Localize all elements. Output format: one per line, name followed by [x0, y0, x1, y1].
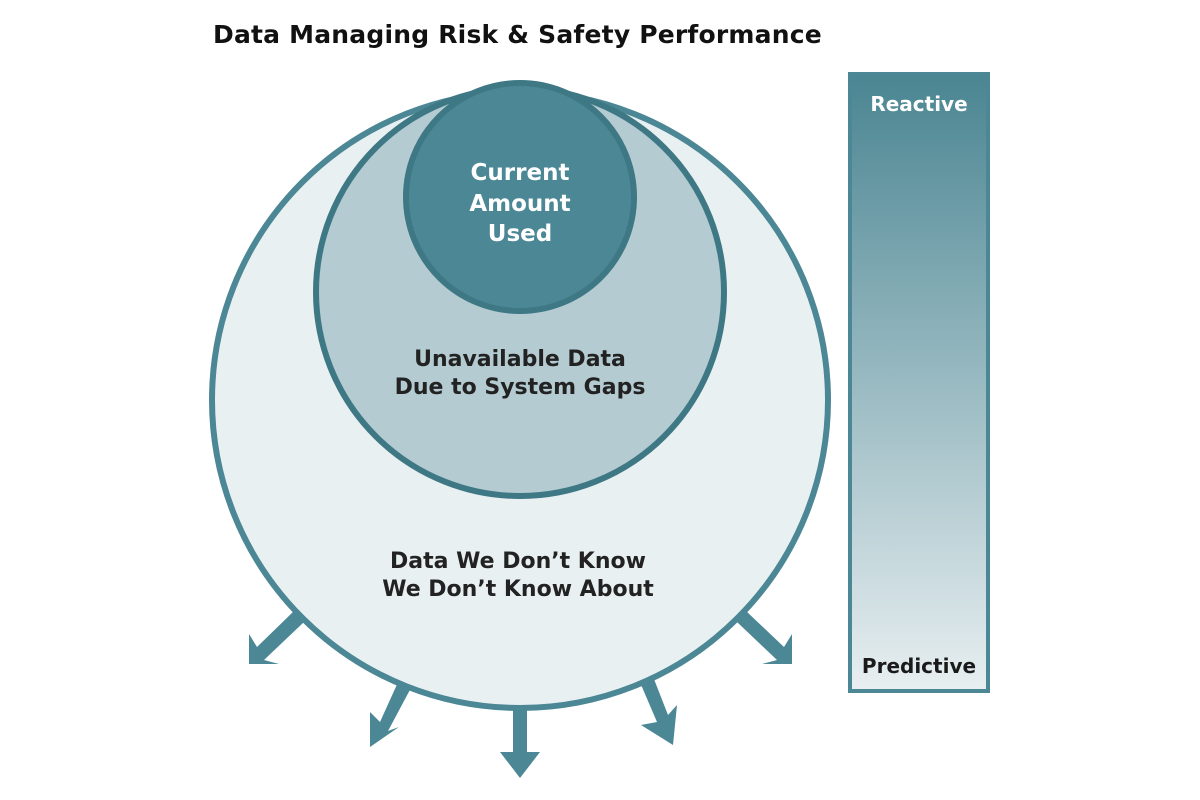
reactive-label: Reactive	[870, 92, 968, 116]
arrow-icon	[500, 705, 540, 778]
unknown-data-label: Data We Don’t Know We Don’t Know About	[382, 549, 654, 602]
reactive-predictive-scale	[848, 72, 990, 693]
unavailable-data-label: Unavailable Data Due to System Gaps	[394, 347, 646, 400]
arrow-icon	[639, 674, 677, 745]
arrow-icon	[249, 611, 304, 664]
diagram-title: Data Managing Risk & Safety Performance	[213, 20, 822, 49]
inner-circle	[403, 80, 637, 314]
current-amount-used-label: Current Amount Used	[469, 160, 571, 248]
arrow-icon	[370, 680, 412, 747]
predictive-label: Predictive	[861, 654, 977, 678]
outward-arrows	[249, 611, 792, 778]
arrow-icon	[737, 611, 792, 664]
